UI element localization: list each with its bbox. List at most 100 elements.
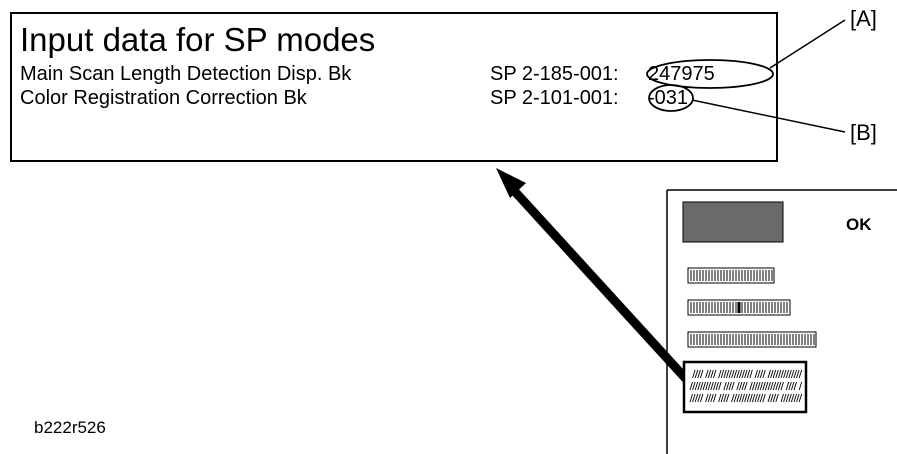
panel-title: Input data for SP modes <box>20 21 376 58</box>
printout-hatch-mark <box>718 393 722 403</box>
printout-hatch-mark <box>694 393 699 403</box>
printout-hatch-mark <box>746 369 751 379</box>
printout-hatch-mark <box>736 393 740 403</box>
printout-hatch-mark <box>720 393 725 403</box>
printout-hatch-mark <box>689 393 693 403</box>
printout-hatch-mark <box>705 381 709 391</box>
printout-hatch-mark <box>788 381 792 391</box>
printout-hatch-mark <box>746 393 751 403</box>
printout-hatch-mark <box>697 381 701 391</box>
printout-hatch-mark <box>767 381 771 391</box>
highlight-ellipse-b <box>648 84 694 112</box>
printout-hatch-mark <box>718 369 722 379</box>
printout-text-hatching <box>689 369 803 403</box>
printout-hatch-mark <box>744 369 748 379</box>
printout-hatch-mark <box>697 393 701 403</box>
printout-hatch-mark <box>738 369 743 379</box>
printout-hatch-mark <box>796 393 800 403</box>
printout-hatch-mark <box>751 381 756 391</box>
printout-hatch-mark <box>767 369 771 379</box>
printout-hatch-mark <box>798 381 803 391</box>
printout-hatch-mark <box>751 393 756 403</box>
pointer-arrow-shaft <box>504 180 691 384</box>
printout-hatch-mark <box>710 393 714 403</box>
printout-hatch-mark <box>728 381 732 391</box>
printout-hatch-mark <box>707 369 712 379</box>
figure-code: b222r526 <box>34 418 106 437</box>
printout-hatch-mark <box>762 381 766 391</box>
printout-hatch-mark <box>710 381 714 391</box>
printout-hatch-mark <box>754 369 758 379</box>
printout-hatch-mark <box>793 393 797 403</box>
printout-hatch-mark <box>705 369 709 379</box>
printout-hatch-mark <box>767 393 771 403</box>
printout-hatch-mark <box>720 369 725 379</box>
printout-hatch-mark <box>785 369 790 379</box>
row-code-main-scan: SP 2-185-001: <box>490 63 619 85</box>
printout-hatch-mark <box>770 381 774 391</box>
row-label-color-registration: Color Registration Correction Bk <box>20 87 307 109</box>
printout-hatch-mark <box>736 381 740 391</box>
printout-hatch-mark <box>790 393 795 403</box>
printout-hatch-mark <box>694 369 699 379</box>
printout-hatch-mark <box>715 381 719 391</box>
printout-hatch-mark <box>723 369 727 379</box>
printout-hatch-mark <box>731 369 735 379</box>
printout-hatch-mark <box>783 369 787 379</box>
printout-hatch-mark <box>731 381 735 391</box>
printout-hatch-mark <box>793 369 797 379</box>
printout-hatch-mark <box>785 381 790 391</box>
printout-hatch-mark <box>712 381 717 391</box>
printout-hatch-mark <box>725 381 730 391</box>
printout-hatch-mark <box>788 393 792 403</box>
printout-hatch-mark <box>757 381 761 391</box>
printout-hatch-mark <box>694 381 699 391</box>
printout-hatch-mark <box>777 369 782 379</box>
printout-hatch-mark <box>733 393 738 403</box>
printout-hatch-mark <box>725 369 730 379</box>
printout-hatch-mark <box>689 381 693 391</box>
printout-hatch-mark <box>744 381 748 391</box>
printout-hatch-mark <box>788 369 792 379</box>
printout-hatch-mark <box>783 393 787 403</box>
row-label-main-scan: Main Scan Length Detection Disp. Bk <box>20 63 352 85</box>
printout-hatch-mark <box>731 393 735 403</box>
device-display <box>682 201 784 243</box>
leader-line-b <box>691 99 846 133</box>
printout-hatch-mark <box>772 393 777 403</box>
printout-hatch-mark <box>702 381 706 391</box>
printout-hatch-mark <box>710 369 714 379</box>
printout-hatch-mark <box>733 369 738 379</box>
barcode-ticks <box>690 270 815 345</box>
leader-line-a <box>769 19 846 69</box>
printout-hatch-mark <box>699 393 704 403</box>
printout-hatch-mark <box>749 381 753 391</box>
barcode-strip-3 <box>687 331 817 348</box>
printout-hatch-mark <box>749 369 753 379</box>
printout-hatch-mark <box>738 381 743 391</box>
printout-hatch-mark <box>749 393 753 403</box>
row-code-color-registration: SP 2-101-001: <box>490 87 619 109</box>
printout-hatch-mark <box>697 369 701 379</box>
printout-hatch-mark <box>764 381 769 391</box>
printout-hatch-mark <box>707 393 712 403</box>
printout-hatch-mark <box>738 393 743 403</box>
printout-hatch-mark <box>741 393 745 403</box>
printout-hatch-mark <box>770 369 774 379</box>
printout-hatch-mark <box>772 381 777 391</box>
printout-hatch-mark <box>757 393 761 403</box>
printout-hatch-mark <box>692 369 696 379</box>
printout-hatch-mark <box>759 369 764 379</box>
pointer-arrow-head <box>496 168 526 198</box>
printout-hatch-mark <box>692 381 696 391</box>
printout-hatch-mark <box>780 369 784 379</box>
printout-hatch-mark <box>754 393 758 403</box>
printout-hatch-mark <box>762 369 766 379</box>
printout-hatch-mark <box>790 381 795 391</box>
barcode-strip-1 <box>687 267 775 284</box>
printout-hatch-mark <box>757 369 761 379</box>
printout-hatch-mark <box>725 393 730 403</box>
printout-hatch-mark <box>736 369 740 379</box>
printout-hatch-mark <box>762 393 766 403</box>
